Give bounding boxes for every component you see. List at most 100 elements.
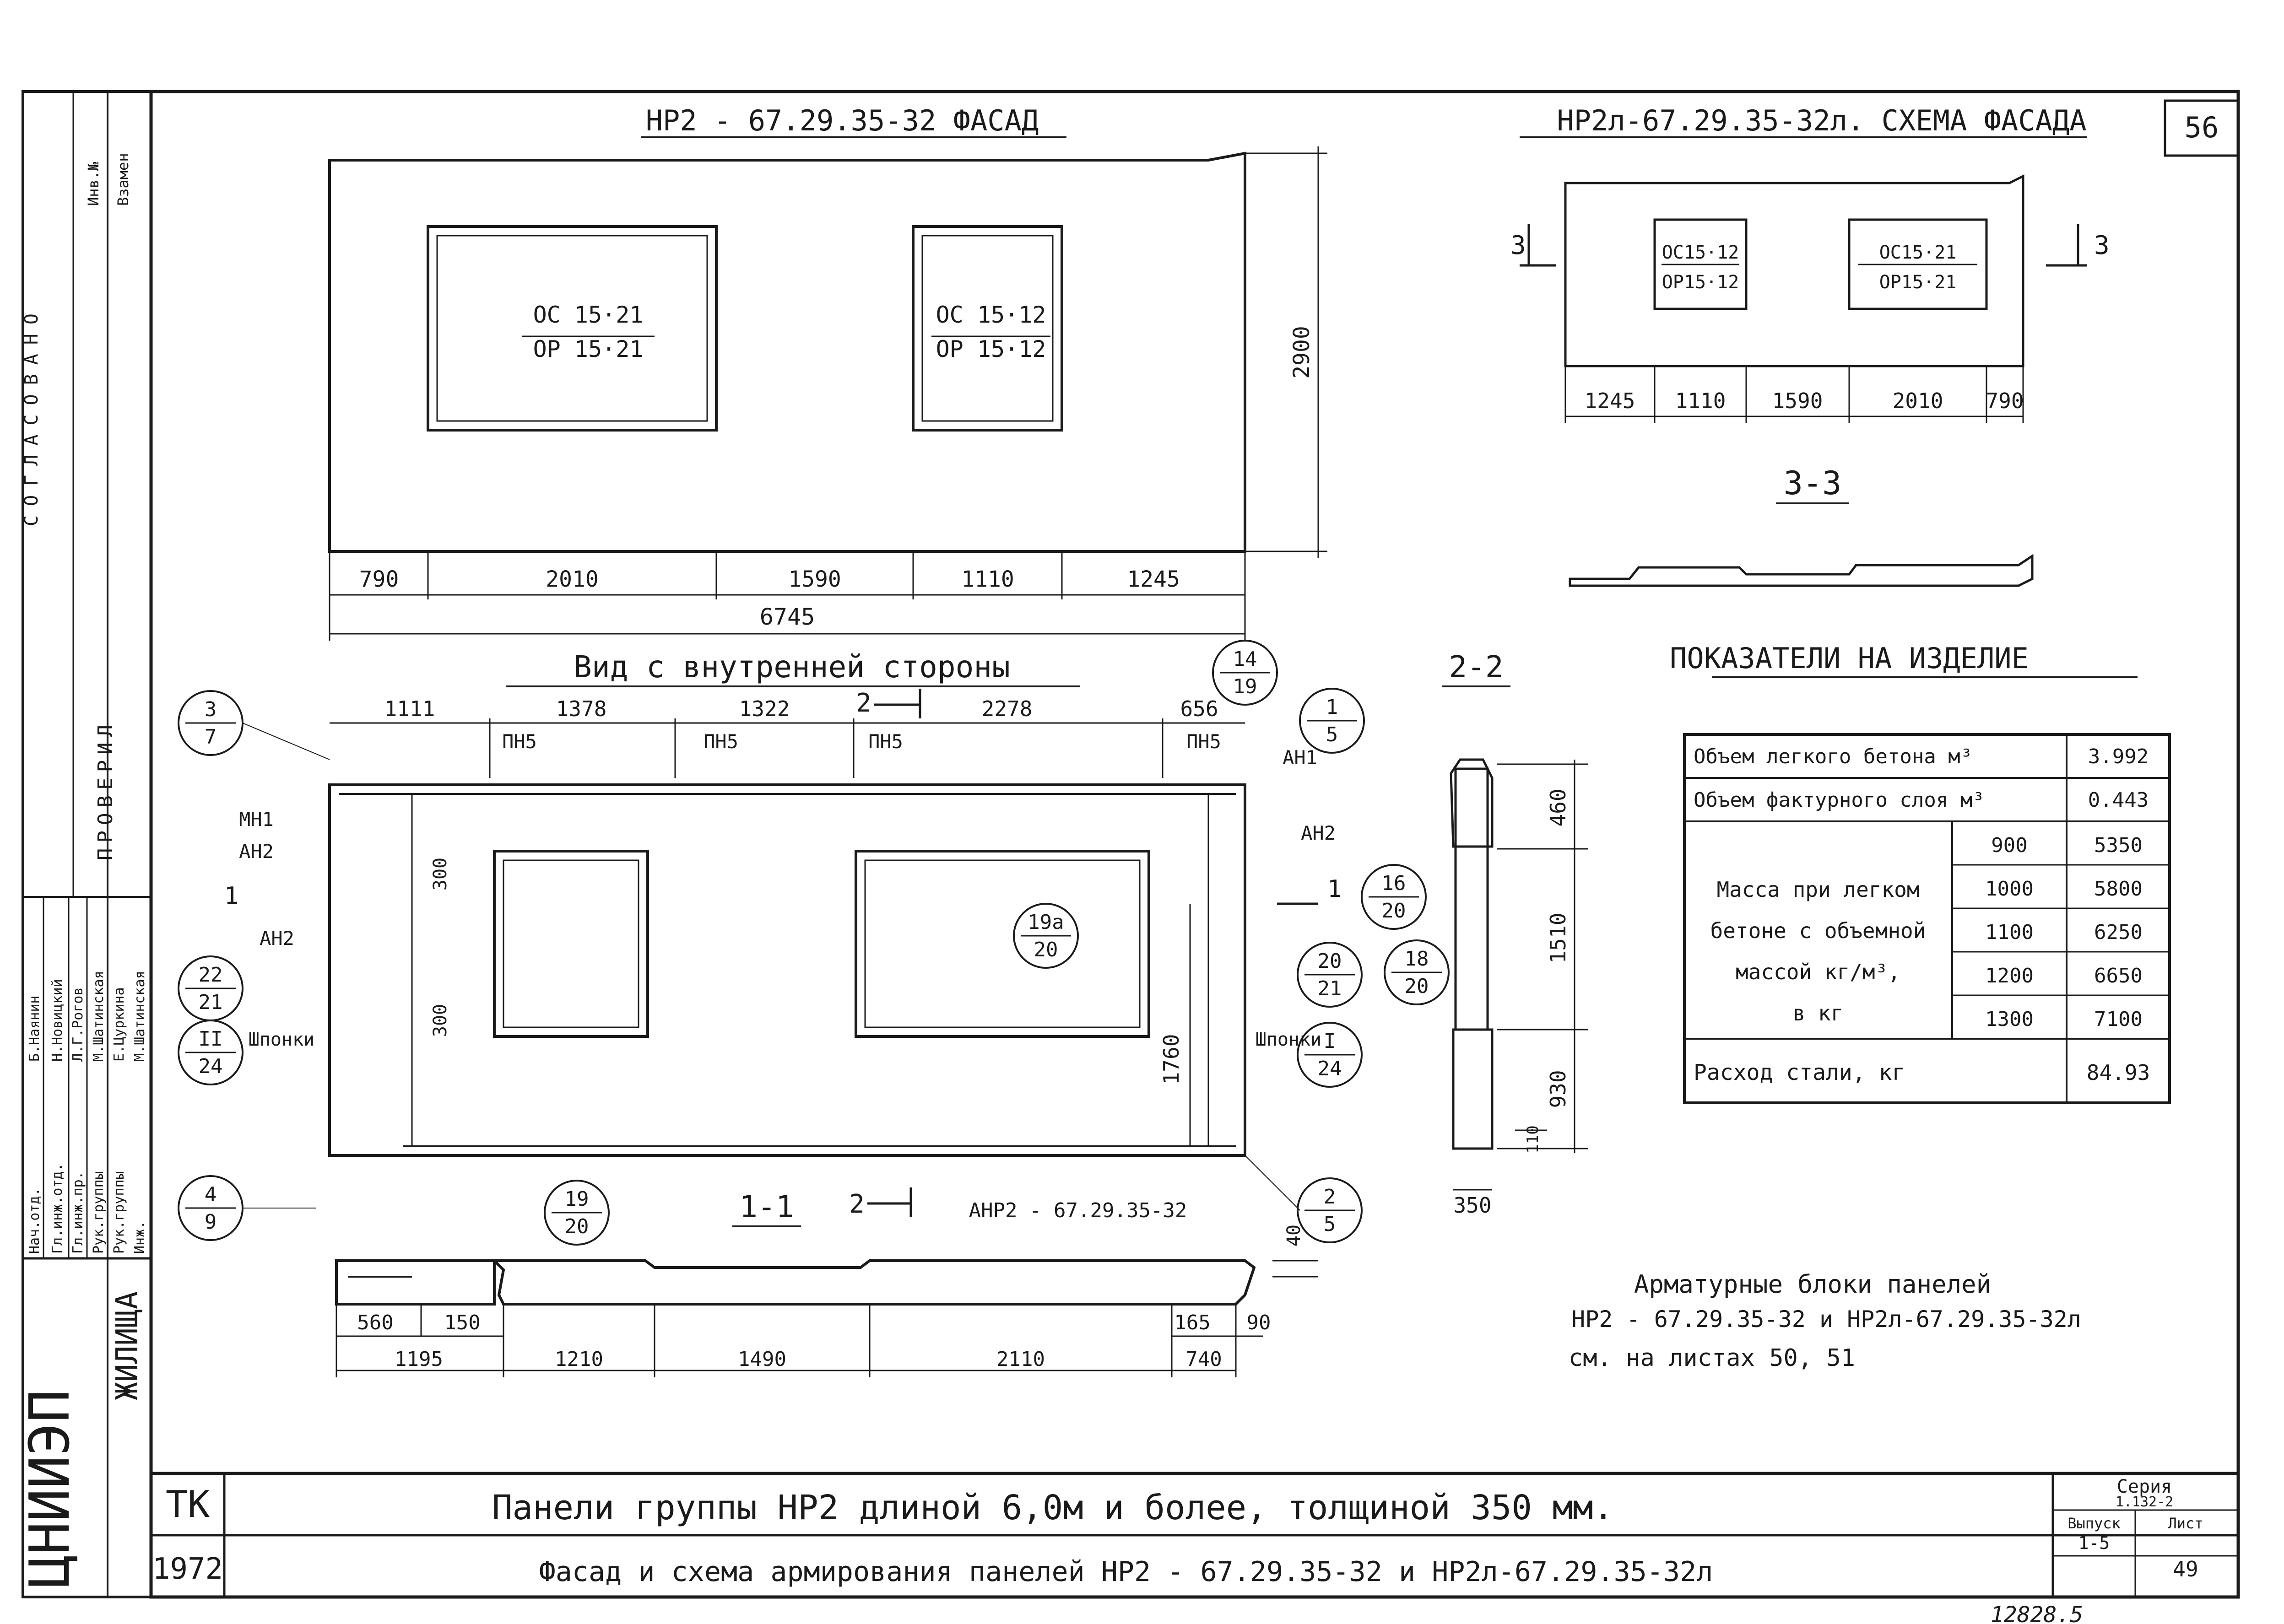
mass-density: 1300 [1985,1008,2034,1031]
section-11-dim: 1210 [555,1348,603,1371]
section-22-dim: 930 [1546,1070,1570,1108]
callout-number: 16 [1382,872,1406,895]
inner-cut-2: 2 [856,688,871,718]
callout-number: 2 [1324,1185,1336,1209]
facade-title: НР2 - 67.29.35-32 ФАСАД [646,104,1039,137]
facade-dim: 1245 [1127,567,1180,592]
org-code: ТК [166,1483,210,1526]
scheme-dim: 790 [1986,388,2024,413]
scheme-cut-label: 3 [1510,231,1526,260]
callout-number: 20 [1034,938,1058,961]
facade-dim: 1590 [788,567,841,592]
mass-value: 5800 [2094,877,2143,901]
side-role: Инж. [132,1221,148,1254]
side-name: Н.Новицкий [49,979,65,1062]
callout-number: 9 [205,1210,217,1234]
inner-view-title: Вид с внутренней стороны [574,649,1010,685]
inner-cut-1: 1 [224,882,238,910]
inner-window-left [493,850,649,1038]
section-11-dim: 1195 [395,1348,443,1371]
inner-top-dim: 656 [1180,696,1218,721]
facade-dim: 1110 [961,567,1014,592]
callout-number: 14 [1233,647,1257,671]
section-11-dim: 40 [1283,1225,1304,1246]
mass-value: 6650 [2094,964,2143,987]
facade-total-dim: 6745 [760,604,815,630]
mass-label: в кг [1793,1001,1844,1025]
section-33-title: 3-3 [1784,464,1841,502]
callout-number: 4 [205,1183,217,1206]
callout-number: 19 [1233,675,1257,698]
mass-label: массой кг/м³, [1736,960,1900,984]
section-11-dim: 1490 [738,1348,786,1371]
callout-number: I [1324,1030,1336,1053]
callout-number: 19 [565,1187,589,1211]
inner-dim-300: 300 [430,1004,451,1037]
inner-pn-label: ПН5 [1186,730,1221,753]
note-line: см. на листах 50, 51 [1569,1344,1855,1372]
inner-window-right [855,850,1150,1038]
indicator-label: Объем фактурного слоя м³ [1694,788,1985,812]
scheme-dim: 1245 [1585,388,1635,413]
indicators-title: ПОКАЗАТЕЛИ НА ИЗДЕЛИЕ [1670,642,2029,675]
callout-number: 22 [199,963,223,987]
steel-label: Расход стали, кг [1694,1060,1905,1085]
mass-density: 1100 [1985,921,2034,944]
steel-value: 84.93 [2087,1060,2150,1085]
inner-dim-300: 300 [430,858,451,890]
scheme-dimensions [1564,366,2024,423]
section-11-dim: 2110 [996,1348,1045,1371]
scheme-window-left-label: ОР15·12 [1662,272,1739,293]
side-name: Л.Г.Рогов [70,987,86,1062]
section-33-profile [1569,554,2034,587]
side-name: М.Шатинская [132,971,148,1062]
callout-number: 1 [1326,696,1338,719]
section-11-dim: 740 [1185,1348,1222,1371]
side-zamen-label: Взамен [114,153,132,206]
callout-number: 20 [1318,950,1342,973]
scheme-panel [1520,174,2087,367]
callout-number: 19a [1028,911,1064,934]
mass-value: 7100 [2094,1008,2143,1031]
year: 1972 [152,1552,223,1586]
side-soglasovano: СОГЛАСОВАНО [21,304,42,526]
label-an2: АН2 [260,927,294,950]
callout-number: II [199,1027,223,1051]
facade-window-left-label: ОР 15·21 [533,336,644,362]
facade-window-right-label: ОР 15·12 [936,336,1046,362]
indicator-value: 3.992 [2088,745,2149,768]
indicator-label: Объем легкого бетона м³ [1694,745,1972,768]
inner-pn-label: ПН5 [502,730,537,753]
mass-density: 1000 [1985,877,2034,901]
facade-window-left [427,225,718,432]
section-11-dim: 90 [1247,1311,1271,1334]
callout-number: 20 [1382,899,1406,923]
callout-number: 20 [1405,975,1429,998]
side-role: Нач.отд. [27,1188,43,1254]
label-shponki: Шпонки [249,1029,315,1050]
side-name: Е.Цуркина [111,987,127,1062]
section-11-dimensions [336,1260,1318,1377]
section-11-dim: 165 [1174,1311,1210,1334]
inner-dim-1760: 1760 [1159,1034,1184,1085]
section-22-dim: 350 [1453,1193,1491,1218]
callout-number: 3 [205,698,217,721]
page-number: 56 [2185,111,2219,144]
section-11-profile [335,1259,1256,1306]
side-strip: ЦНИИЭП ЖИЛИЩА СОГЛАСОВАНО ПРОВЕРИЛ Инв.№… [18,92,151,1597]
inner-pn-label: ПН5 [868,730,903,753]
facade-window-right [912,225,1063,432]
callout-number: 21 [1318,977,1342,1000]
side-role: Рук.группы [111,1171,127,1254]
mass-value: 6250 [2094,921,2143,944]
side-inv-label: Инв.№ [85,162,102,206]
facade-dim: 790 [359,567,399,592]
indicator-value: 0.443 [2088,788,2149,812]
section-11-dim: 560 [357,1311,393,1334]
side-institute: ЦНИИЭП [18,1390,82,1588]
scheme-window-right-label: ОР15·21 [1879,272,1957,293]
title-line-2: Фасад и схема армирования панелей НР2 - … [539,1556,1713,1588]
inner-top-dim: 2278 [982,696,1033,721]
side-role: Рук.группы [91,1171,107,1254]
